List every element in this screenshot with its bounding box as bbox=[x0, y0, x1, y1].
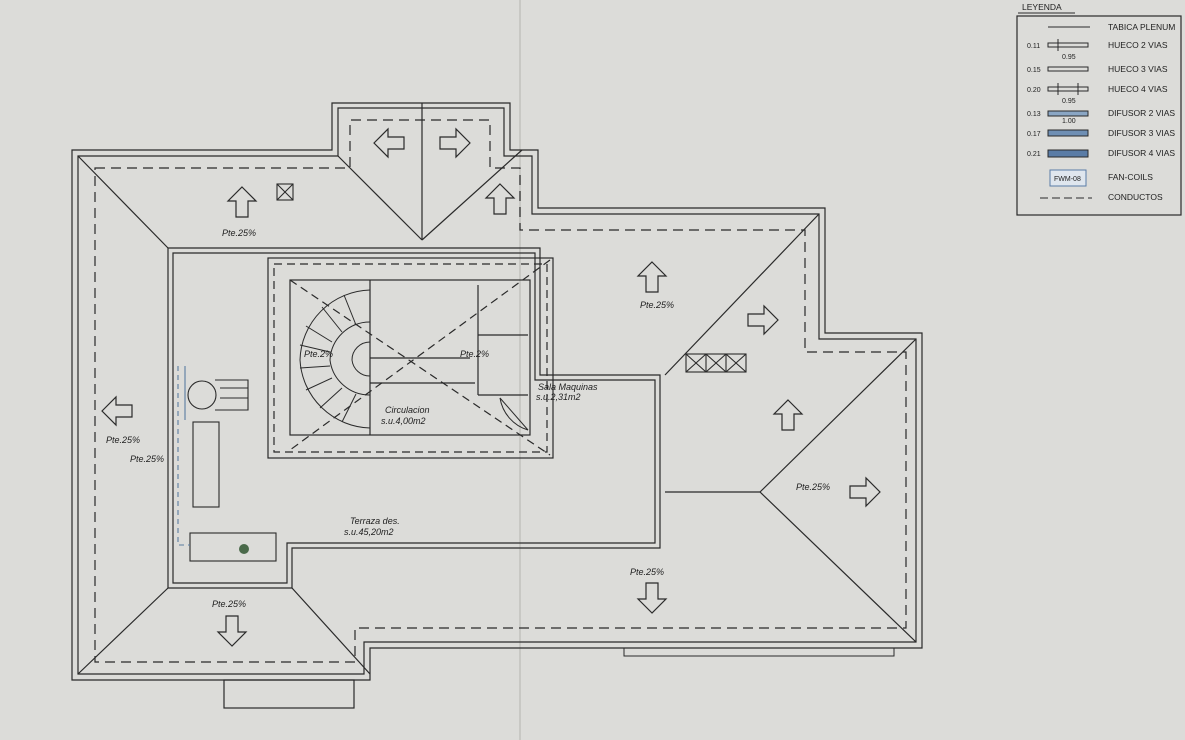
room-name: Terraza des. bbox=[350, 516, 400, 526]
arrow-up-icon bbox=[227, 186, 257, 218]
arrow-down-icon bbox=[217, 615, 247, 647]
slope-label: Pte.25% bbox=[222, 228, 256, 238]
slope-label: Pte.2% bbox=[460, 349, 489, 359]
arrow-up-icon bbox=[637, 261, 667, 293]
arrow-left-icon bbox=[373, 128, 405, 158]
legend-label: DIFUSOR 4 VIAS bbox=[1108, 148, 1175, 158]
legend-box bbox=[1016, 15, 1182, 216]
slope-label: Pte.25% bbox=[212, 599, 246, 609]
legend: LEYENDA TABICA PLENUM 0.11 0.95 HUECO 2 … bbox=[1016, 2, 1182, 216]
eave-strip bbox=[623, 647, 895, 657]
slope-arrows bbox=[101, 128, 881, 647]
legend-label: TABICA PLENUM bbox=[1108, 22, 1175, 32]
plan-labels: Pte.25% Pte.25% Pte.25% Pte.25% Pte.25% … bbox=[106, 228, 830, 609]
slope-label: Pte.2% bbox=[304, 349, 333, 359]
legend-dim: 0.95 bbox=[1062, 98, 1076, 105]
room-area: s.u.4,00m2 bbox=[381, 416, 426, 426]
legend-label: DIFUSOR 3 VIAS bbox=[1108, 128, 1175, 138]
slope-label: Pte.25% bbox=[130, 454, 164, 464]
room-area: s.u.2,31m2 bbox=[536, 392, 581, 402]
balcony-outline bbox=[223, 679, 355, 709]
terrace-outline bbox=[167, 247, 661, 589]
drain-icon bbox=[239, 544, 249, 554]
legend-code: 0.21 bbox=[1027, 151, 1041, 158]
room-area: s.u.45,20m2 bbox=[344, 527, 394, 537]
legend-label: HUECO 3 VIAS bbox=[1108, 64, 1168, 74]
legend-label: CONDUCTOS bbox=[1108, 192, 1163, 202]
arrow-right-icon bbox=[747, 305, 779, 335]
machine-room-door bbox=[499, 397, 529, 431]
legend-code: 0.20 bbox=[1027, 87, 1041, 94]
room-name: Circulacion bbox=[385, 405, 430, 415]
legend-title: LEYENDA bbox=[1022, 2, 1062, 12]
slope-label: Pte.25% bbox=[796, 482, 830, 492]
roof-vents bbox=[276, 183, 747, 373]
legend-dim: 1.00 bbox=[1062, 118, 1076, 125]
legend-code: 0.13 bbox=[1027, 111, 1041, 118]
legend-label: DIFUSOR 2 VIAS bbox=[1108, 108, 1175, 118]
legend-code: 0.17 bbox=[1027, 131, 1041, 138]
hip-lines bbox=[77, 103, 917, 675]
spiral-stair bbox=[299, 289, 371, 429]
room-name: Sala Maquinas bbox=[538, 382, 598, 392]
legend-label: FAN-COILS bbox=[1108, 172, 1153, 182]
legend-label: HUECO 4 VIAS bbox=[1108, 84, 1168, 94]
fan-coil-code: FWM-08 bbox=[1054, 176, 1081, 183]
legend-code: 0.11 bbox=[1027, 43, 1040, 50]
arrow-down-icon bbox=[637, 582, 667, 614]
roof-outline bbox=[71, 102, 923, 681]
arrow-up-icon bbox=[773, 399, 803, 431]
arrow-left-icon bbox=[101, 396, 133, 426]
legend-dim: 0.95 bbox=[1062, 54, 1076, 61]
arrow-right-icon bbox=[439, 128, 471, 158]
arrow-right-icon bbox=[849, 477, 881, 507]
slope-label: Pte.25% bbox=[630, 567, 664, 577]
hvac-equipment bbox=[177, 366, 277, 562]
legend-label: HUECO 2 VIAS bbox=[1108, 40, 1168, 50]
arrow-up-icon bbox=[485, 183, 515, 215]
slope-label: Pte.25% bbox=[106, 435, 140, 445]
legend-code: 0.15 bbox=[1027, 67, 1041, 74]
slope-label: Pte.25% bbox=[640, 300, 674, 310]
